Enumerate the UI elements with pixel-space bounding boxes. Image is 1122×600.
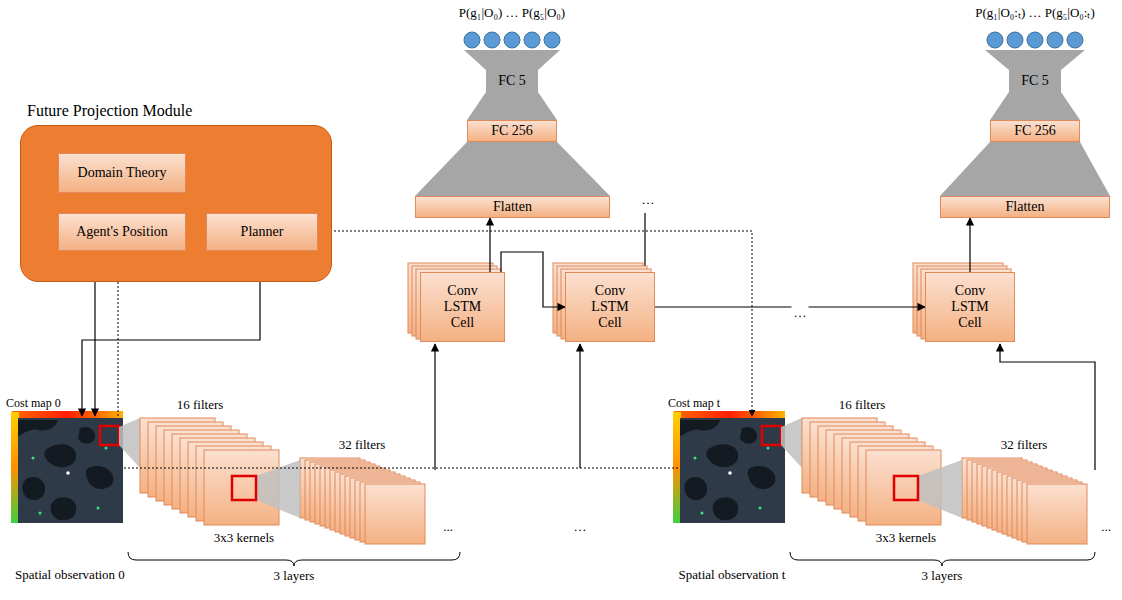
- kernel-cone: [256, 460, 962, 518]
- node-text: Conv LSTM Cell: [587, 283, 633, 331]
- filter-stacks: [140, 418, 1087, 544]
- filter-label: 32 filters: [1001, 438, 1048, 453]
- filter-label: 16 filters: [177, 398, 224, 413]
- node-text: Domain Theory: [78, 165, 167, 181]
- node-text: Conv LSTM Cell: [947, 283, 993, 331]
- ellipsis: …: [792, 306, 809, 321]
- kernel-label: 3x3 kernels: [876, 531, 936, 546]
- node-text: Flatten: [493, 199, 532, 215]
- spatial-map: [11, 411, 123, 523]
- process-box: Domain Theory: [58, 153, 186, 193]
- connector-arrow: [501, 252, 565, 307]
- module-heading: Future Projection Module: [27, 102, 192, 120]
- map-label: Cost map t: [668, 397, 720, 411]
- fc-layer: FC 5: [1009, 70, 1061, 92]
- fc-layer: FC 256: [990, 120, 1080, 142]
- layer-count: 3 layers: [922, 569, 963, 584]
- map-label: Cost map 0: [6, 397, 61, 411]
- flatten-layer: Flatten: [415, 196, 610, 218]
- feature-maps: [300, 458, 425, 544]
- layer-brace: [128, 552, 1095, 566]
- flatten-layer: Flatten: [940, 196, 1110, 218]
- fc-funnel: [415, 50, 1110, 196]
- connector-arrow: [489, 218, 490, 272]
- connector-arrow: [655, 306, 925, 307]
- filter-label: 16 filters: [839, 398, 886, 413]
- node-text: FC 5: [498, 73, 526, 89]
- ellipsis: ...: [1101, 520, 1111, 535]
- node-text: FC 5: [1021, 73, 1049, 89]
- ellipsis: ...: [443, 520, 453, 535]
- node-text: Flatten: [1006, 199, 1045, 215]
- lstm-cell: Conv LSTM Cell: [420, 272, 505, 342]
- observation-label: Spatial observation t: [672, 568, 792, 583]
- feature-maps: [802, 418, 941, 525]
- lstm-cell: Conv LSTM Cell: [565, 272, 655, 342]
- spatial-map: [673, 411, 785, 523]
- process-box: Agent's Position: [58, 213, 186, 251]
- ellipsis: …: [640, 193, 657, 208]
- connector-arrow: [969, 218, 970, 272]
- node-text: FC 256: [1014, 123, 1056, 139]
- output-label: P(g₁|O₀:ₜ) … P(g₅|O₀:ₜ): [975, 6, 1095, 21]
- lstm-cell: Conv LSTM Cell: [925, 272, 1015, 342]
- layer-count: 3 layers: [274, 569, 315, 584]
- fc-layer: FC 256: [467, 120, 557, 142]
- node-text: Planner: [241, 224, 284, 240]
- feature-maps: [962, 458, 1087, 544]
- fc-layer: FC 5: [486, 70, 538, 92]
- node-text: FC 256: [491, 123, 533, 139]
- output-units: [464, 32, 1083, 48]
- feature-maps: [140, 418, 279, 525]
- node-text: Agent's Position: [76, 224, 168, 240]
- feature-map: [365, 484, 425, 544]
- kernel-label: 3x3 kernels: [214, 531, 274, 546]
- module-panel: Future Projection ModuleDomain TheoryAge…: [20, 125, 332, 282]
- output-label: P(g₁|O₀) … P(g₅|O₀): [459, 6, 565, 21]
- feature-map: [1027, 484, 1087, 544]
- observation-label: Spatial observation 0: [10, 568, 130, 583]
- filter-label: 32 filters: [339, 438, 386, 453]
- node-text: Conv LSTM Cell: [440, 283, 486, 331]
- process-box: Planner: [206, 213, 318, 251]
- kernel-box: [232, 476, 918, 500]
- ellipsis: …: [574, 520, 587, 535]
